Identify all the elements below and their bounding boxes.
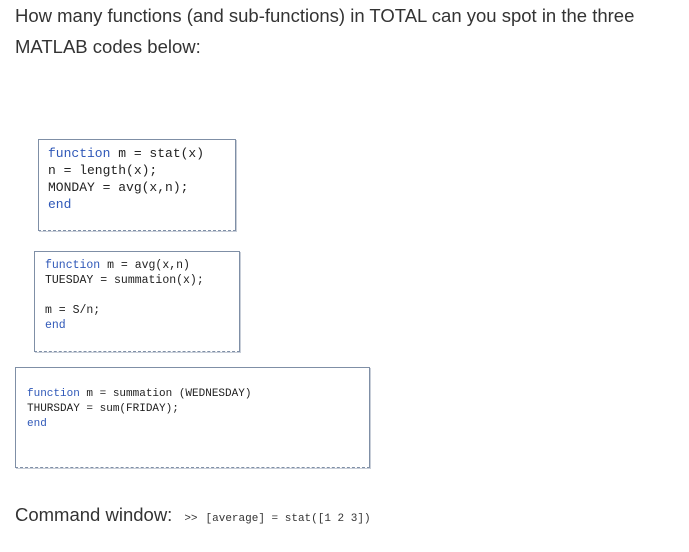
code-line: function m = stat(x) <box>48 145 235 162</box>
code-line: m = S/n; <box>45 303 239 318</box>
code-keyword: function <box>45 259 101 272</box>
code-line: n = length(x); <box>48 162 235 179</box>
code-line: end <box>48 196 235 213</box>
code-line: end <box>27 417 369 432</box>
code-text: m = S/n; <box>45 304 101 317</box>
code-block-1: function m = stat(x) n = length(x); MOND… <box>38 139 236 231</box>
code-text: n = length(x); <box>48 163 158 178</box>
command-input: [average] = stat([1 2 3]) <box>205 513 371 525</box>
code-text: TUESDAY = summation(x); <box>45 274 204 287</box>
code-line: THURSDAY = sum(FRIDAY); <box>27 402 369 417</box>
command-prompt: >> <box>184 513 198 525</box>
code-keyword: end <box>48 197 72 212</box>
code-keyword: end <box>27 418 47 430</box>
command-window: Command window: >> [average] = stat([1 2… <box>15 504 371 528</box>
code-line: TUESDAY = summation(x); <box>45 273 239 288</box>
code-keyword: function <box>27 388 80 400</box>
blank-line <box>45 288 239 303</box>
code-line: function m = summation (WEDNESDAY) <box>27 387 369 402</box>
question-line-2: MATLAB codes below: <box>15 36 201 57</box>
code-text: m = summation (WEDNESDAY) <box>79 388 252 400</box>
code-text: m = avg(x,n) <box>100 259 190 272</box>
code-text: m = stat(x) <box>110 146 205 161</box>
command-window-label: Command window: <box>15 504 173 525</box>
code-text: MONDAY = avg(x,n); <box>48 180 189 195</box>
code-keyword: function <box>48 146 111 161</box>
code-line: function m = avg(x,n) <box>45 258 239 273</box>
code-keyword: end <box>45 319 66 332</box>
question-text: How many functions (and sub-functions) i… <box>15 0 680 62</box>
code-block-2: function m = avg(x,n) TUESDAY = summatio… <box>34 251 240 352</box>
code-line: MONDAY = avg(x,n); <box>48 179 235 196</box>
code-text: THURSDAY = sum(FRIDAY); <box>27 403 179 415</box>
code-line: end <box>45 318 239 333</box>
code-block-3: function m = summation (WEDNESDAY) THURS… <box>15 367 370 468</box>
question-line-1: How many functions (and sub-functions) i… <box>15 5 635 26</box>
